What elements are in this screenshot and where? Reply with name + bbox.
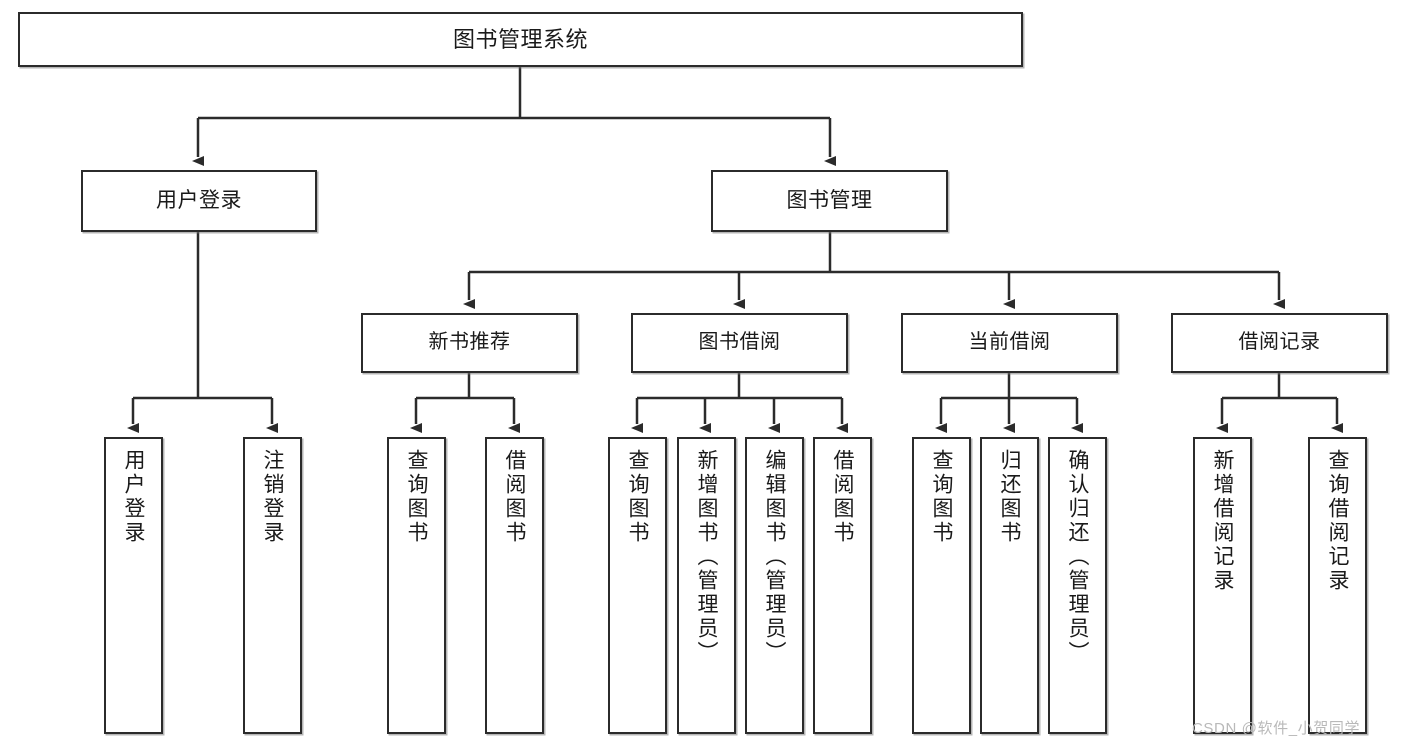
node-book-manage-label: 图书管理: [786, 188, 873, 212]
node-root-label: 图书管理系统: [452, 26, 588, 52]
node-new-book-recommend-label: 新书推荐: [428, 331, 511, 354]
node-leaf-return-book-label: 归还图书: [998, 449, 1021, 545]
node-leaf-logout-login-label: 注销登录: [261, 449, 284, 545]
node-leaf-query-book-1-label: 查询图书: [405, 449, 428, 545]
connector-group-borrow-record: [1216, 373, 1343, 433]
node-new-book-recommend[interactable]: 新书推荐: [361, 313, 578, 373]
connector-group-book-borrow: [631, 373, 848, 433]
connector-group-new-book-recommend: [410, 373, 520, 433]
node-leaf-query-book-2[interactable]: 查询图书: [608, 437, 667, 734]
node-leaf-user-login-label: 用户登录: [122, 449, 145, 545]
node-root[interactable]: 图书管理系统: [18, 12, 1023, 67]
node-leaf-borrow-book-2-label: 借阅图书: [831, 449, 854, 545]
node-current-borrow-label: 当前借阅: [968, 331, 1051, 354]
node-leaf-add-book-label: 新增图书（管理员）: [695, 449, 718, 665]
node-book-borrow-label: 图书借阅: [698, 331, 781, 354]
node-leaf-query-book-3[interactable]: 查询图书: [912, 437, 971, 734]
node-leaf-borrow-book-1-label: 借阅图书: [503, 449, 526, 545]
node-borrow-record-label: 借阅记录: [1238, 331, 1321, 354]
node-current-borrow[interactable]: 当前借阅: [901, 313, 1118, 373]
node-leaf-return-book[interactable]: 归还图书: [980, 437, 1039, 734]
node-leaf-query-book-3-label: 查询图书: [930, 449, 953, 545]
node-leaf-add-record[interactable]: 新增借阅记录: [1193, 437, 1252, 734]
node-leaf-confirm-return-label: 确认归还（管理员）: [1066, 449, 1089, 665]
node-leaf-borrow-book-1[interactable]: 借阅图书: [485, 437, 544, 734]
connector-group-user-login: [127, 232, 278, 433]
node-leaf-query-record[interactable]: 查询借阅记录: [1308, 437, 1367, 734]
connector-group-book-manage: [463, 232, 1285, 309]
node-leaf-edit-book-label: 编辑图书（管理员）: [763, 449, 786, 665]
node-leaf-query-book-1[interactable]: 查询图书: [387, 437, 446, 734]
node-user-login-label: 用户登录: [156, 188, 242, 212]
node-leaf-user-login[interactable]: 用户登录: [104, 437, 163, 734]
node-user-login[interactable]: 用户登录: [81, 170, 317, 232]
node-borrow-record[interactable]: 借阅记录: [1171, 313, 1388, 373]
node-book-manage[interactable]: 图书管理: [711, 170, 948, 232]
node-leaf-borrow-book-2[interactable]: 借阅图书: [813, 437, 872, 734]
node-leaf-query-book-2-label: 查询图书: [626, 449, 649, 545]
node-leaf-logout-login[interactable]: 注销登录: [243, 437, 302, 734]
connector-group-root: [192, 67, 836, 166]
csdn-watermark: CSDN @软件_小贺同学: [1192, 720, 1361, 737]
node-book-borrow[interactable]: 图书借阅: [631, 313, 848, 373]
node-leaf-query-record-label: 查询借阅记录: [1326, 449, 1349, 593]
connector-group-current-borrow: [935, 373, 1083, 433]
node-leaf-confirm-return[interactable]: 确认归还（管理员）: [1048, 437, 1107, 734]
node-leaf-add-record-label: 新增借阅记录: [1211, 449, 1234, 593]
node-leaf-edit-book[interactable]: 编辑图书（管理员）: [745, 437, 804, 734]
node-leaf-add-book[interactable]: 新增图书（管理员）: [677, 437, 736, 734]
